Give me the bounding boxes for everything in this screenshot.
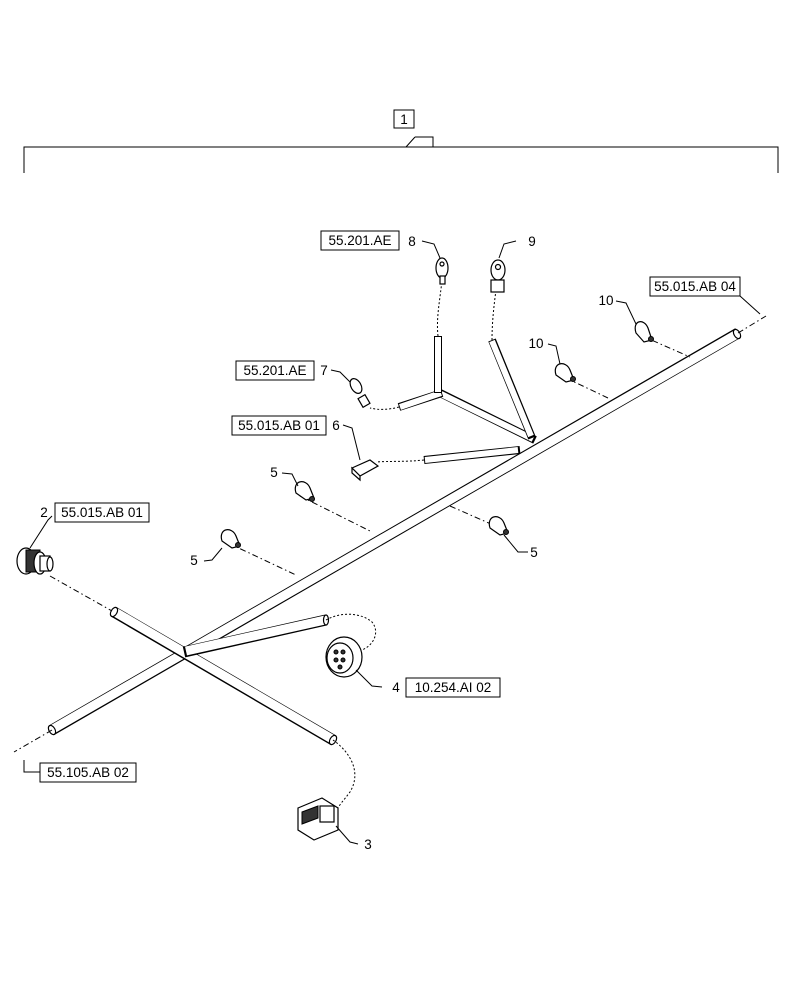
- ref-text-8: 55.201.AE: [328, 233, 391, 248]
- dotted-wires: [325, 279, 497, 813]
- callout-10a: 10: [598, 293, 613, 308]
- callout-5a: 5: [270, 465, 278, 480]
- connector-6: [350, 459, 380, 482]
- ref-box-bottom-left: 55.105.AB 02: [39, 762, 137, 783]
- callout-8: 8: [408, 234, 416, 249]
- clip-10a: [634, 321, 654, 343]
- assembly-bracket: 1: [23, 109, 779, 173]
- harness-upper-branches: [397, 336, 537, 464]
- ref-text-bottom-left: 55.105.AB 02: [47, 765, 129, 780]
- ref-text-4: 10.254.AI 02: [415, 680, 492, 695]
- callout-6: 6: [332, 418, 340, 433]
- ref-text-top-right: 55.015.AB 04: [654, 279, 736, 294]
- ref-text-7: 55.201.AE: [243, 363, 306, 378]
- callout-9: 9: [528, 234, 536, 249]
- connector-2: [16, 547, 54, 575]
- clip-10b: [554, 363, 576, 383]
- harness-cross-branch: [109, 606, 338, 746]
- callout-numbers: 8 9 7 6 10 10 5 5 5 2 4 3: [40, 234, 613, 852]
- callout-2: 2: [40, 505, 48, 520]
- ref-text-2: 55.015.AB 01: [61, 505, 143, 520]
- connector-4: [325, 636, 363, 678]
- clip-5a: [294, 481, 315, 502]
- clip-5c: [488, 516, 509, 536]
- ref-box-6: 55.015.AB 01: [231, 415, 327, 436]
- leader-lines: [23, 240, 761, 845]
- ref-text-6: 55.015.AB 01: [238, 418, 320, 433]
- callout-4: 4: [392, 680, 400, 695]
- callout-5c: 5: [530, 545, 538, 560]
- clip-5b: [220, 529, 241, 549]
- callout-7: 7: [320, 363, 328, 378]
- ring-terminal-9: [490, 259, 506, 293]
- ref-box-7: 55.201.AE: [235, 360, 315, 381]
- harness-trunk: [47, 328, 742, 736]
- ref-box-8: 55.201.AE: [320, 230, 400, 251]
- harness-branch-4: [182, 614, 330, 658]
- ring-terminal-7: [349, 378, 371, 409]
- ring-terminal-8: [435, 257, 449, 285]
- assembly-item-number: 1: [400, 112, 408, 127]
- callout-10b: 10: [528, 336, 543, 351]
- callout-5b: 5: [190, 553, 198, 568]
- connector-3: [297, 797, 339, 841]
- ref-box-top-right: 55.015.AB 04: [649, 276, 741, 297]
- callout-3: 3: [364, 837, 372, 852]
- ref-box-2: 55.015.AB 01: [54, 502, 150, 523]
- ref-box-4: 10.254.AI 02: [405, 677, 501, 698]
